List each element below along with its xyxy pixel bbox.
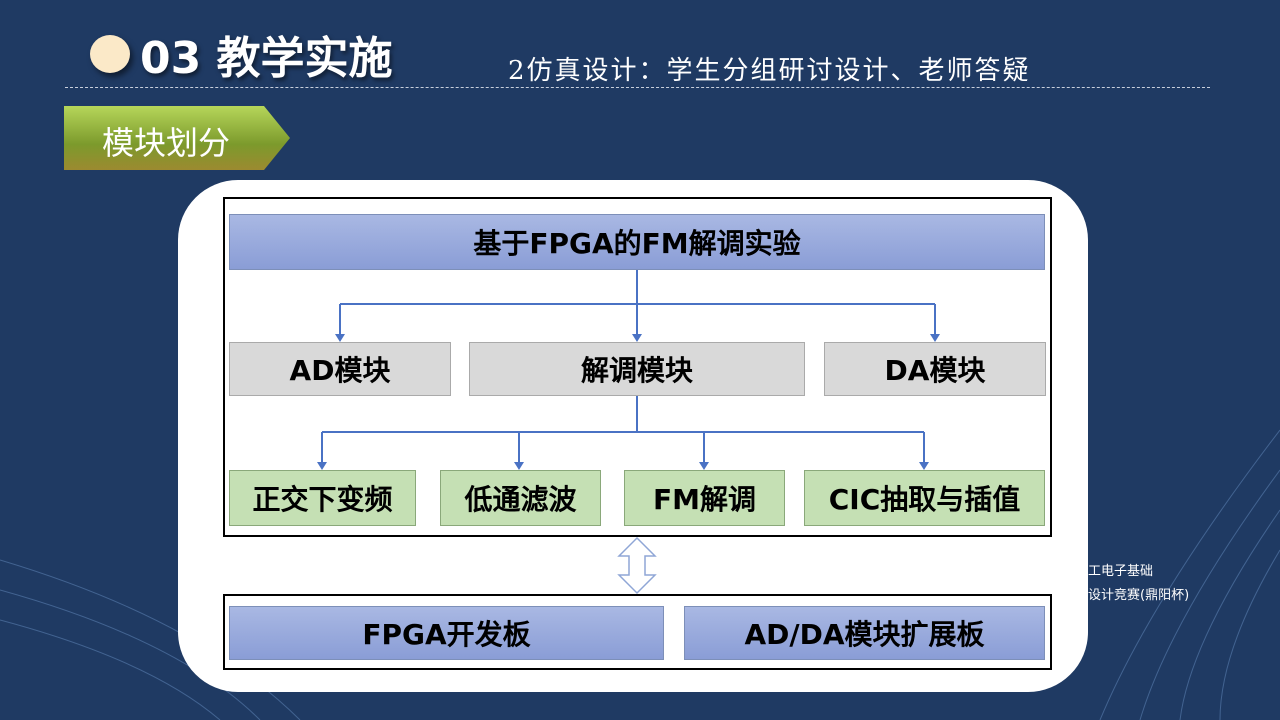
node-lowpass: 低通滤波 — [440, 470, 601, 526]
software-frame — [223, 197, 1052, 537]
node-demod: 解调模块 — [469, 342, 805, 396]
double-arrow-icon — [617, 536, 657, 595]
node-fpga-board: FPGA开发板 — [229, 606, 664, 660]
root-node: 基于FPGA的FM解调实验 — [229, 214, 1045, 270]
node-adda-board: AD/DA模块扩展板 — [684, 606, 1045, 660]
node-fm-demod: FM解调 — [624, 470, 785, 526]
node-da: DA模块 — [824, 342, 1046, 396]
page-subtitle: 2仿真设计：学生分组研讨设计、老师答疑 — [508, 56, 1031, 86]
divider — [65, 87, 1210, 88]
side-text-2: 设计竞赛(鼎阳杯) — [1088, 588, 1190, 603]
hardware-frame — [223, 594, 1052, 670]
bullet-dot — [90, 35, 130, 73]
node-downconvert: 正交下变频 — [229, 470, 416, 526]
side-text-1: 工电子基础 — [1088, 564, 1154, 579]
section-tag: 模块划分 — [64, 106, 290, 170]
page-title: 03 教学实施 — [140, 33, 393, 84]
node-cic: CIC抽取与插值 — [804, 470, 1045, 526]
node-ad: AD模块 — [229, 342, 451, 396]
